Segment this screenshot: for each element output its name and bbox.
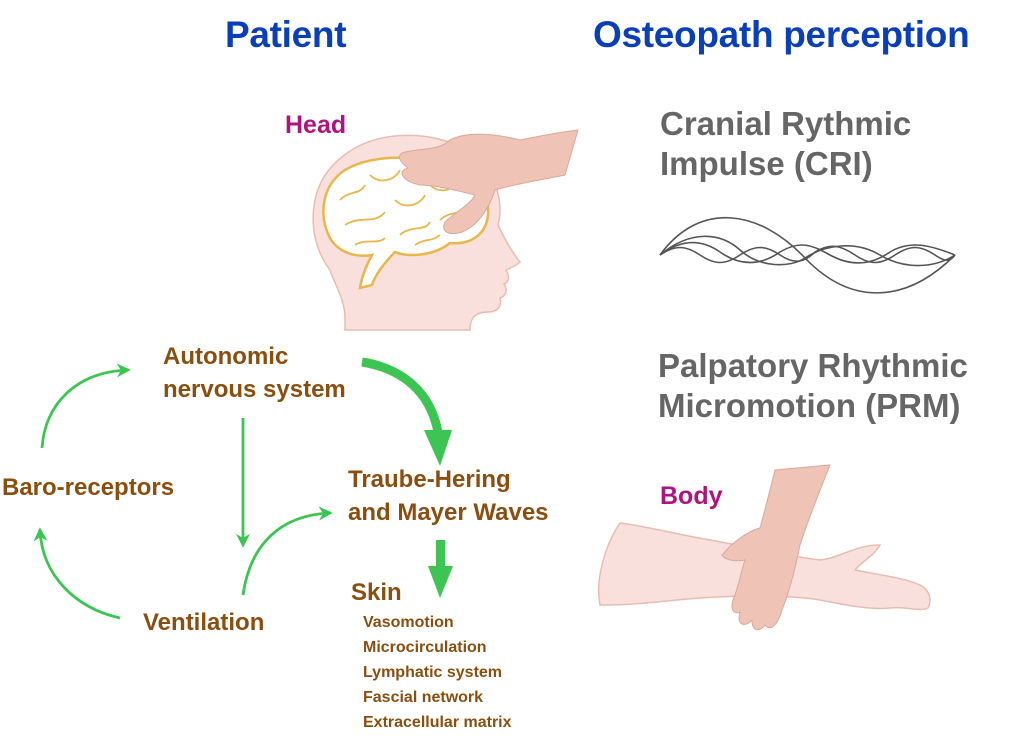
skin-items-list: Vasomotion Microcirculation Lymphatic sy… xyxy=(363,610,512,735)
patient-header: Patient xyxy=(225,14,347,55)
body-label: Body xyxy=(660,482,723,510)
arrow-ventilation-to-traube xyxy=(241,506,333,596)
thick-arrows xyxy=(361,357,453,598)
head-hand xyxy=(398,129,579,235)
node-baroreceptors: Baro-receptors xyxy=(2,474,175,501)
node-traube-hering-mayer-waves: Traube-Hering and Mayer Waves xyxy=(348,466,549,526)
arrow-autonomic-to-traube xyxy=(361,357,443,433)
cri-wave-icon xyxy=(659,217,956,294)
node-autonomic-nervous-system: Autonomic nervous system xyxy=(163,343,346,403)
skin-item: Vasomotion xyxy=(363,614,454,631)
head-illustration xyxy=(312,129,579,331)
flow-arrows xyxy=(33,363,333,620)
skin-item: Extracellular matrix xyxy=(363,714,512,731)
skin-item: Microcirculation xyxy=(363,639,487,656)
osteopath-perception-header: Osteopath perception xyxy=(593,14,970,55)
arrow-baro-to-autonomic xyxy=(40,363,131,449)
skin-item: Fascial network xyxy=(363,689,484,706)
arrow-ventilation-to-baro xyxy=(33,527,121,620)
osteopath-hand xyxy=(721,464,831,631)
arrow-traube-to-skin xyxy=(436,540,445,568)
body-illustration xyxy=(597,464,931,631)
cri-label: Cranial Rythmic Impulse (CRI) xyxy=(660,105,912,182)
node-skin: Skin xyxy=(351,579,402,606)
head-label: Head xyxy=(285,111,347,139)
skin-item: Lymphatic system xyxy=(363,664,503,681)
node-ventilation: Ventilation xyxy=(143,609,265,636)
prm-label: Palpatory Rhythmic Micromotion (PRM) xyxy=(658,347,968,424)
